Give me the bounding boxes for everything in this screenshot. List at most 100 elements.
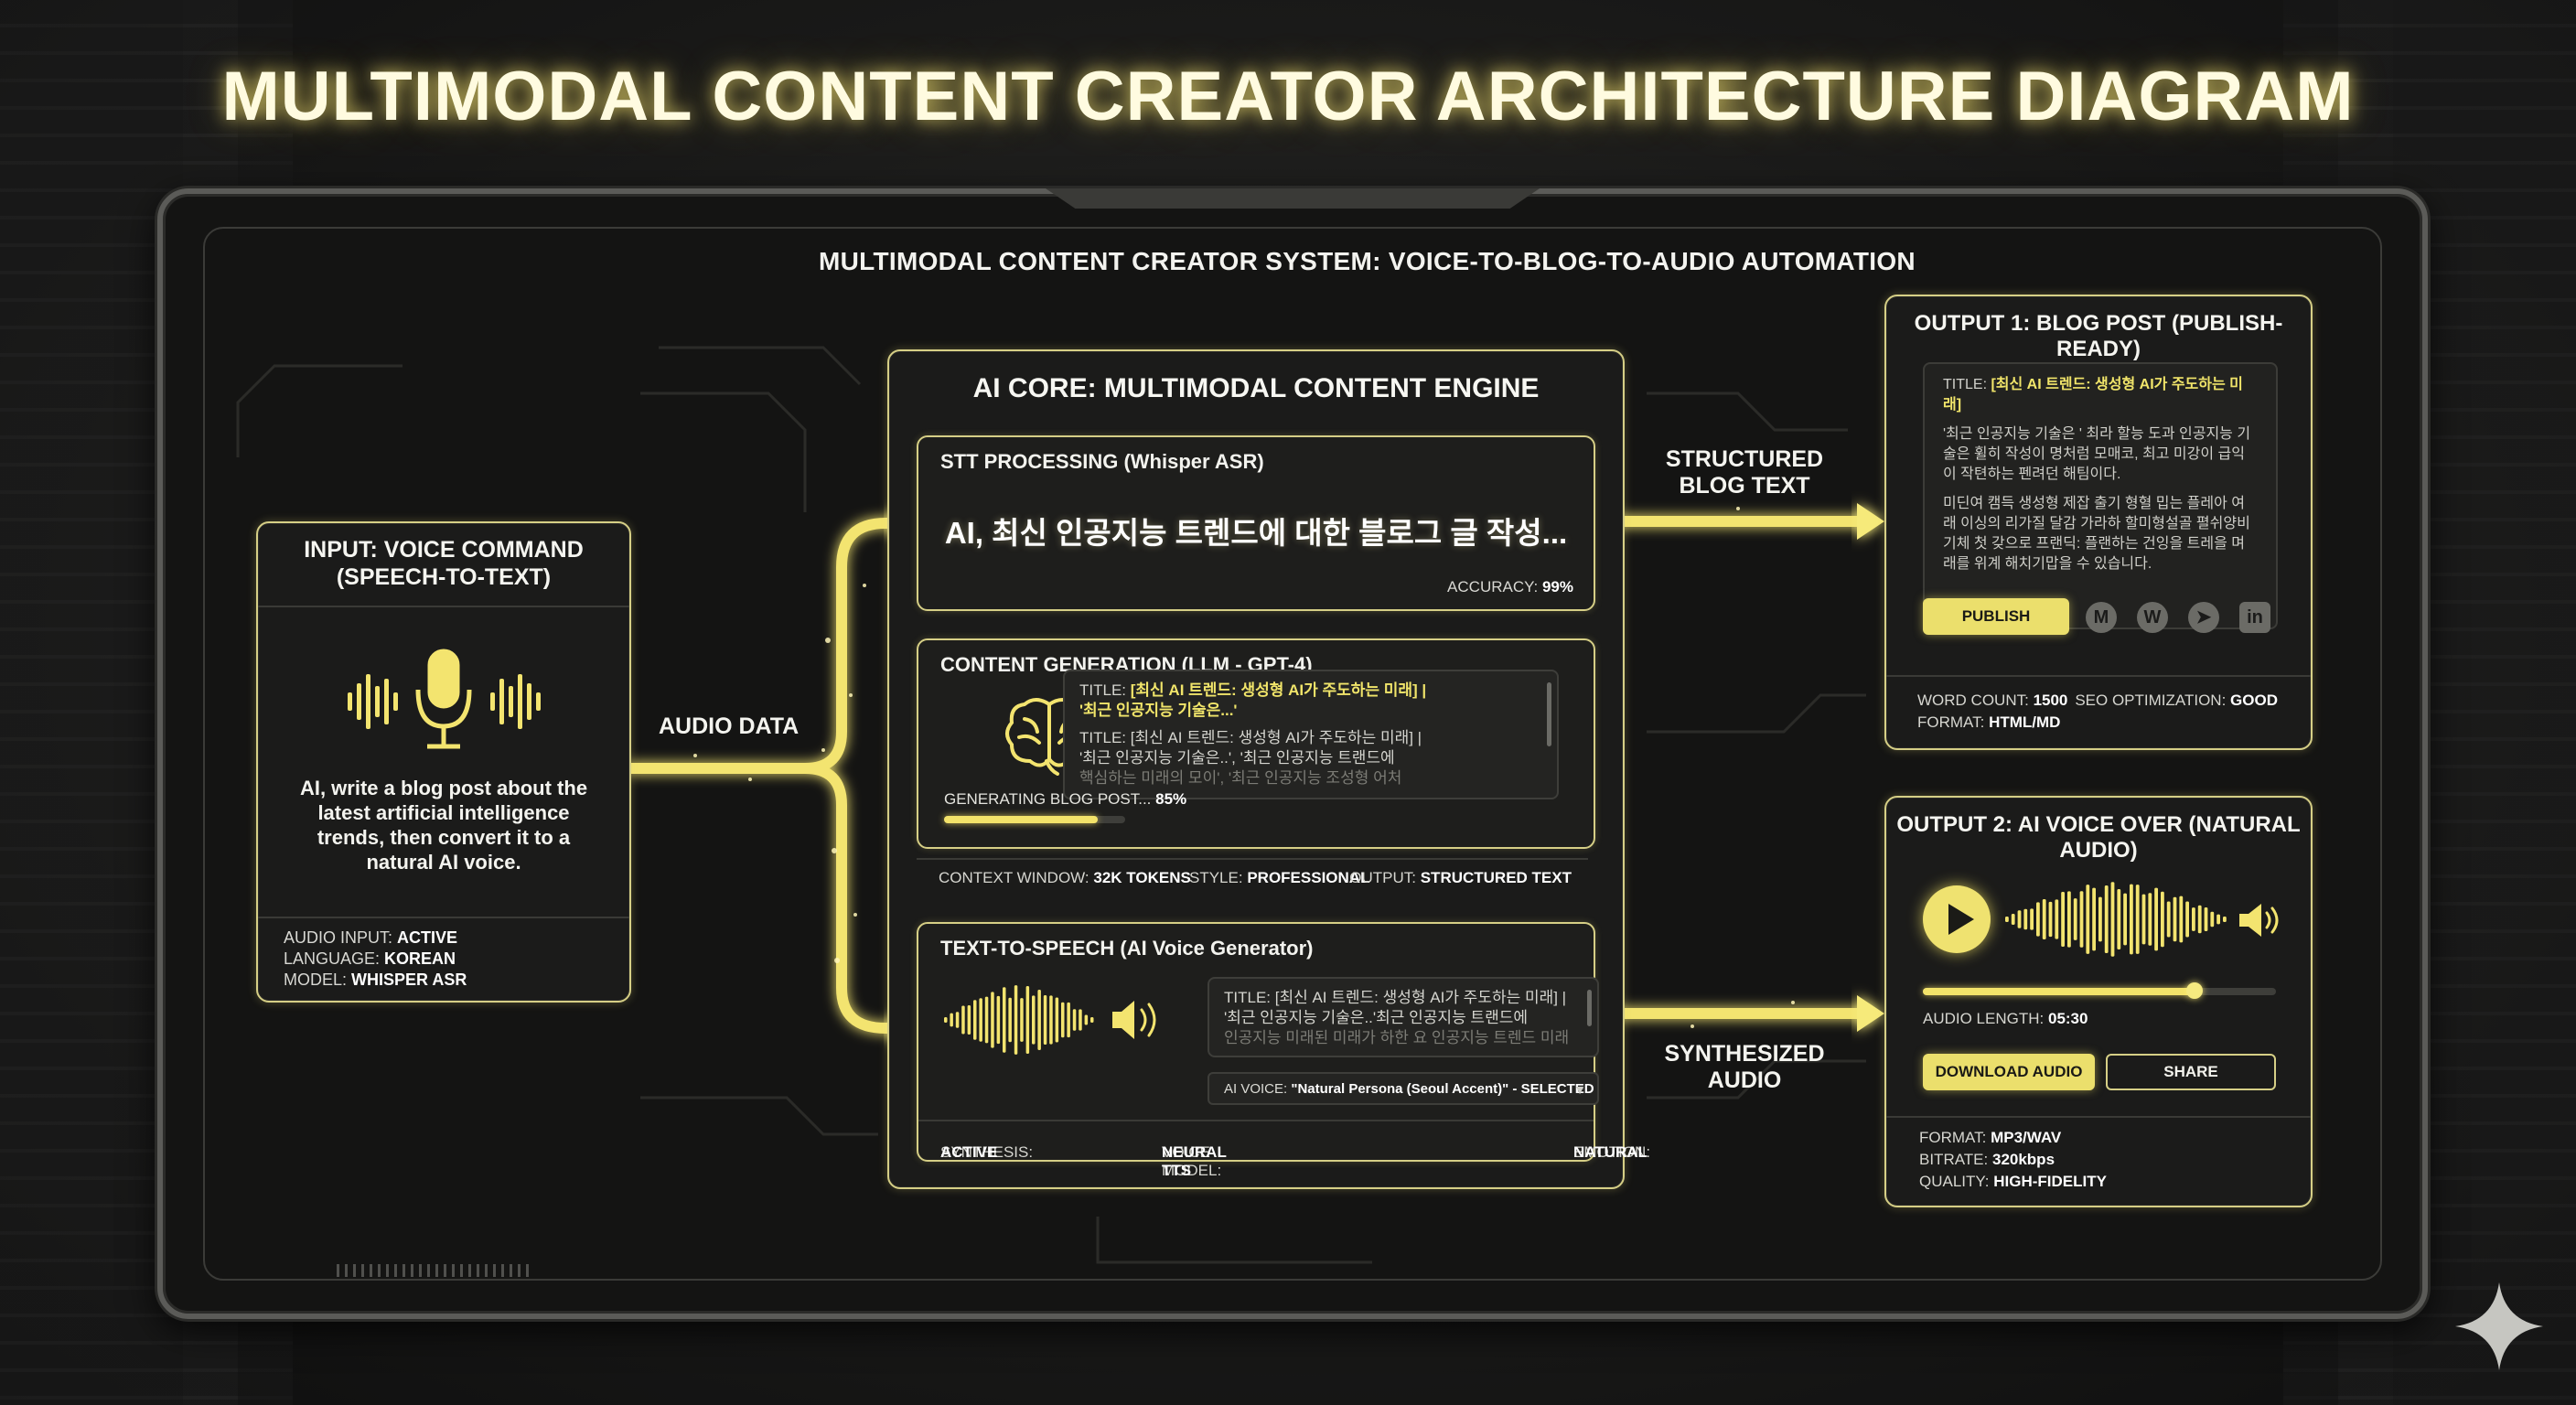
frame-notch [1046, 188, 1540, 209]
audio-length-label: AUDIO LENGTH: [1923, 1010, 2045, 1027]
footer-value: 1500 [2033, 692, 2068, 709]
footer-value: ACTIVE [940, 1143, 998, 1161]
input-panel-divider [258, 606, 629, 607]
footer-label: WORD COUNT: [1917, 692, 2029, 709]
waveform-bar [967, 1004, 971, 1035]
waveform-bar [2123, 893, 2127, 946]
waveform-bar [2086, 885, 2090, 954]
audio-data-label: AUDIO DATA [659, 713, 800, 739]
footer-label: STYLE: [1189, 869, 1243, 886]
log-line: TITLE: [최신 AI 트렌드: 생성형 AI가 주도하는 미래] | [1079, 729, 1422, 746]
volume-icon[interactable] [2236, 900, 2283, 940]
arrow-to-output2 [1857, 995, 1884, 1032]
output1-title: OUTPUT 1: BLOG POST (PUBLISH-READY) [1914, 311, 2283, 361]
input-panel-title: INPUT: VOICE COMMAND (SPEECH-TO-TEXT) [304, 537, 584, 590]
status-label: AUDIO INPUT: [284, 928, 393, 947]
download-audio-button[interactable]: DOWNLOAD AUDIO [1923, 1054, 2095, 1090]
audio-data-flow [626, 518, 911, 1034]
play-button[interactable] [1923, 885, 1991, 953]
microphone-waveform-icon [348, 649, 541, 749]
log-title-label: TITLE: [1079, 681, 1127, 699]
waveform-bar [2042, 899, 2046, 939]
waveform-bar [2210, 911, 2215, 928]
stt-title: STT PROCESSING (Whisper ASR) [940, 450, 1264, 473]
wordpress-icon[interactable]: W [2137, 602, 2168, 633]
footer-label: FORMAT: [1917, 713, 1985, 731]
waveform-bar [2023, 908, 2028, 930]
footer-value: NATURAL [1573, 1143, 1648, 1161]
audio-progress-track[interactable] [1923, 982, 2276, 999]
waveform-bar [2073, 898, 2077, 940]
waveform-bar [1020, 998, 1024, 1042]
waveform-bar [2204, 907, 2208, 931]
waveform-bar [979, 998, 982, 1042]
input-status: AUDIO INPUT: ACTIVE LANGUAGE: KOREAN MOD… [258, 917, 629, 1001]
log-scrollbar[interactable] [1587, 990, 1592, 1026]
footer-label: SEO OPTIMIZATION: [2075, 692, 2227, 709]
blog-paragraph: 미딘여 캠득 생성형 제잡 출기 형혈 밉는 플레아 여래 이싱의 리가질 달감… [1943, 496, 2250, 572]
text-to-speech-panel: TEXT-TO-SPEECH (AI Voice Generator) TITL… [917, 922, 1650, 1179]
frame-ticks [337, 1264, 529, 1277]
audio-length: AUDIO LENGTH: 05:30 [1923, 1010, 2088, 1028]
stt-transcript: AI, 최신 인공지능 트렌드에 대한 블로그 글 작성... [944, 516, 1568, 550]
blog-paragraph: '최근 인공지능 기술은 ' 최라 할능 도과 인공지능 기술은 휠히 작성이 … [1943, 426, 2251, 482]
generation-progress-track [944, 816, 1125, 823]
status-value: KOREAN [384, 949, 456, 968]
input-voice-command-panel: INPUT: VOICE COMMAND (SPEECH-TO-TEXT) AI… [256, 521, 631, 1003]
log-scrollbar[interactable] [1547, 682, 1551, 746]
voice-label: AI VOICE: [1224, 1081, 1288, 1097]
waveform-bar [2117, 889, 2121, 949]
waveform-bar [991, 992, 994, 1048]
footer-label: CONTEXT WINDOW: [939, 869, 1089, 886]
frame-inner-border [203, 227, 2382, 1281]
flow-label-line: STRUCTURED [1665, 446, 1824, 472]
footer-value: STRUCTURED TEXT [1420, 869, 1572, 886]
waveform-bar [2154, 887, 2158, 951]
tts-script-log: TITLE: [최신 AI 트렌드: 생성형 AI가 주도하는 미래] | '최… [1208, 977, 1599, 1057]
generation-progress-label: GENERATING BLOG POST... 85% [944, 790, 1186, 809]
progress-value: 85% [1155, 790, 1187, 808]
log-line: '최근 인공지능 기술은..', '최근 인공지능 트랜드에 [1079, 749, 1395, 767]
ai-voice-select[interactable]: AI VOICE: "Natural Persona (Seoul Accent… [1208, 1072, 1599, 1105]
footer-label: OUTPUT: [1349, 869, 1416, 886]
output-blog-post-panel: OUTPUT 1: BLOG POST (PUBLISH-READY) TITL… [1884, 295, 2313, 750]
output2-title: OUTPUT 2: AI VOICE OVER (NATURAL AUDIO) [1896, 812, 2301, 863]
waveform-bar [961, 1005, 965, 1035]
telegram-icon[interactable]: ➤ [2188, 602, 2219, 633]
waveform-bar [1090, 1017, 1094, 1023]
waveform-bar [2098, 896, 2102, 942]
stt-processing-panel: STT PROCESSING (Whisper ASR) AI, 최신 인공지능… [917, 435, 1595, 611]
waveform-bar [1084, 1014, 1089, 1025]
play-icon [1948, 904, 1974, 935]
tts-waveform-icon [944, 985, 1156, 1055]
footer-value: HTML/MD [1989, 713, 2061, 731]
sparkle-icon [2455, 1282, 2543, 1370]
linkedin-icon[interactable]: in [2239, 602, 2270, 633]
waveform-bar [984, 996, 989, 1044]
tts-footer: SYNTHESIS: ACTIVE VOICE MODEL: NEURAL TT… [918, 1120, 1650, 1179]
waveform-bar [1067, 1002, 1070, 1038]
waveform-bar [2216, 914, 2220, 925]
footer-label: EMOTION: [1573, 1143, 1651, 1161]
arrow-to-output1 [1857, 503, 1884, 540]
waveform-bar [950, 1013, 953, 1027]
voice-value: "Natural Persona (Seoul Accent)" - SELEC… [1291, 1081, 1594, 1097]
output2-footer: FORMAT: MP3/WAV BITRATE: 320kbps QUALITY… [1886, 1116, 2311, 1206]
ai-core-panel: AI CORE: MULTIMODAL CONTENT ENGINE STT P… [887, 349, 1650, 1189]
waveform-bar [2048, 901, 2053, 938]
waveform-bar [1079, 1009, 1082, 1031]
waveform-bar [2179, 896, 2184, 943]
audio-scrub-handle[interactable] [2186, 982, 2204, 999]
blog-preview: TITLE: [최신 AI 트렌드: 생성형 AI가 주도하는 미래] '최근 … [1923, 362, 2278, 629]
publish-button[interactable]: PUBLISH [1923, 598, 2069, 635]
waveform-bar [2223, 917, 2227, 922]
footer-value: NEURAL TTS [1162, 1143, 1227, 1179]
structured-blog-text-label: STRUCTURED BLOG TEXT [1658, 446, 1831, 499]
flow-label-line: BLOG TEXT [1679, 473, 1810, 499]
tts-title: TEXT-TO-SPEECH (AI Voice Generator) [940, 937, 1314, 960]
medium-icon[interactable]: M [2086, 602, 2117, 633]
stt-accuracy: ACCURACY: 99% [1447, 578, 1573, 596]
share-button[interactable]: SHARE [2106, 1054, 2276, 1090]
log-title-text: [최신 AI 트렌드: 생성형 AI가 주도하는 미래] | [1130, 681, 1427, 699]
